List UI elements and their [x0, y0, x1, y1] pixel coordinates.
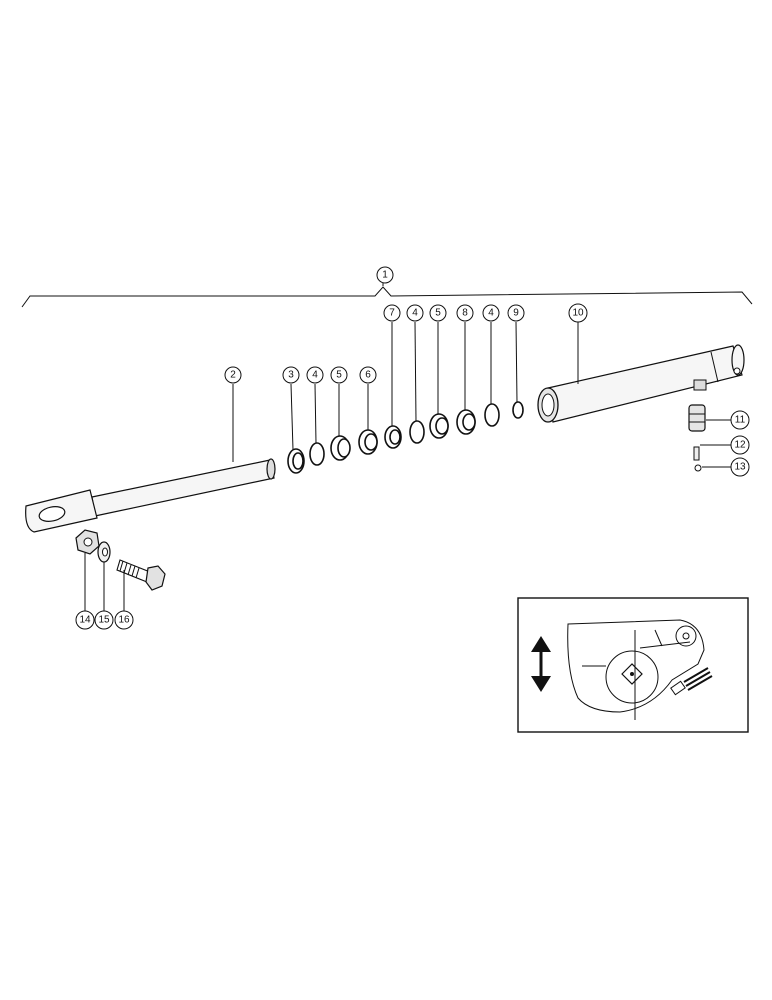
callout-6: 6: [359, 366, 377, 430]
callout-7: 7: [383, 304, 401, 426]
svg-text:3: 3: [288, 370, 294, 381]
pin: [693, 446, 700, 461]
callout-11: 11: [706, 410, 750, 430]
callout-13: 13: [702, 457, 750, 477]
bushing: [358, 429, 378, 455]
callout-10: 10: [568, 303, 588, 384]
callout-3: 3: [282, 366, 300, 451]
svg-text:16: 16: [118, 615, 130, 626]
piston: [456, 409, 476, 435]
snap-ring: [512, 401, 524, 419]
callout-12: 12: [700, 435, 750, 455]
assembly-callout: 1: [376, 266, 394, 284]
callout-5b: 5: [429, 304, 447, 414]
seal-b: [429, 413, 449, 439]
svg-text:4: 4: [312, 370, 318, 381]
callout-15: 15: [94, 562, 114, 630]
nut: [75, 529, 100, 555]
svg-text:12: 12: [734, 440, 746, 451]
svg-text:5: 5: [336, 370, 342, 381]
svg-text:6: 6: [365, 370, 371, 381]
callout-8: 8: [456, 304, 474, 410]
washer: [97, 541, 111, 563]
seal-a: [330, 435, 351, 461]
housing-outline: [567, 619, 713, 720]
rod-guide: [287, 448, 305, 474]
svg-text:8: 8: [462, 308, 468, 319]
cylinder-barrel: [537, 344, 745, 423]
callout-4b: 4: [406, 304, 424, 422]
fitting: [688, 404, 706, 432]
callout-4a: 4: [306, 366, 324, 444]
ball: [694, 464, 702, 472]
svg-text:10: 10: [572, 308, 584, 319]
svg-text:4: 4: [488, 308, 494, 319]
o-ring-a: [309, 442, 325, 466]
locator-inset: [517, 597, 749, 733]
svg-text:13: 13: [734, 462, 746, 473]
callout-4c: 4: [482, 304, 500, 404]
callout-5a: 5: [330, 366, 348, 436]
svg-text:5: 5: [435, 308, 441, 319]
svg-text:1: 1: [382, 270, 388, 281]
o-ring-c: [484, 403, 500, 427]
svg-text:7: 7: [389, 308, 395, 319]
svg-text:4: 4: [412, 308, 418, 319]
svg-text:9: 9: [513, 308, 519, 319]
backup-ring: [384, 425, 402, 449]
callout-14: 14: [75, 553, 95, 630]
piston-rod: [25, 458, 276, 533]
callout-9: 9: [507, 304, 525, 403]
svg-text:15: 15: [98, 615, 110, 626]
svg-text:11: 11: [735, 415, 746, 426]
svg-text:14: 14: [79, 615, 91, 626]
double-vertical-arrow-icon: [531, 636, 551, 692]
callout-2: 2: [224, 366, 242, 462]
assembly-bracket: [21, 282, 753, 308]
callout-16: 16: [114, 570, 134, 630]
o-ring-b: [409, 420, 425, 444]
svg-text:2: 2: [230, 370, 236, 381]
callout-layer: 2 3 4 5 6 7: [75, 303, 750, 630]
bolt: [116, 559, 166, 591]
